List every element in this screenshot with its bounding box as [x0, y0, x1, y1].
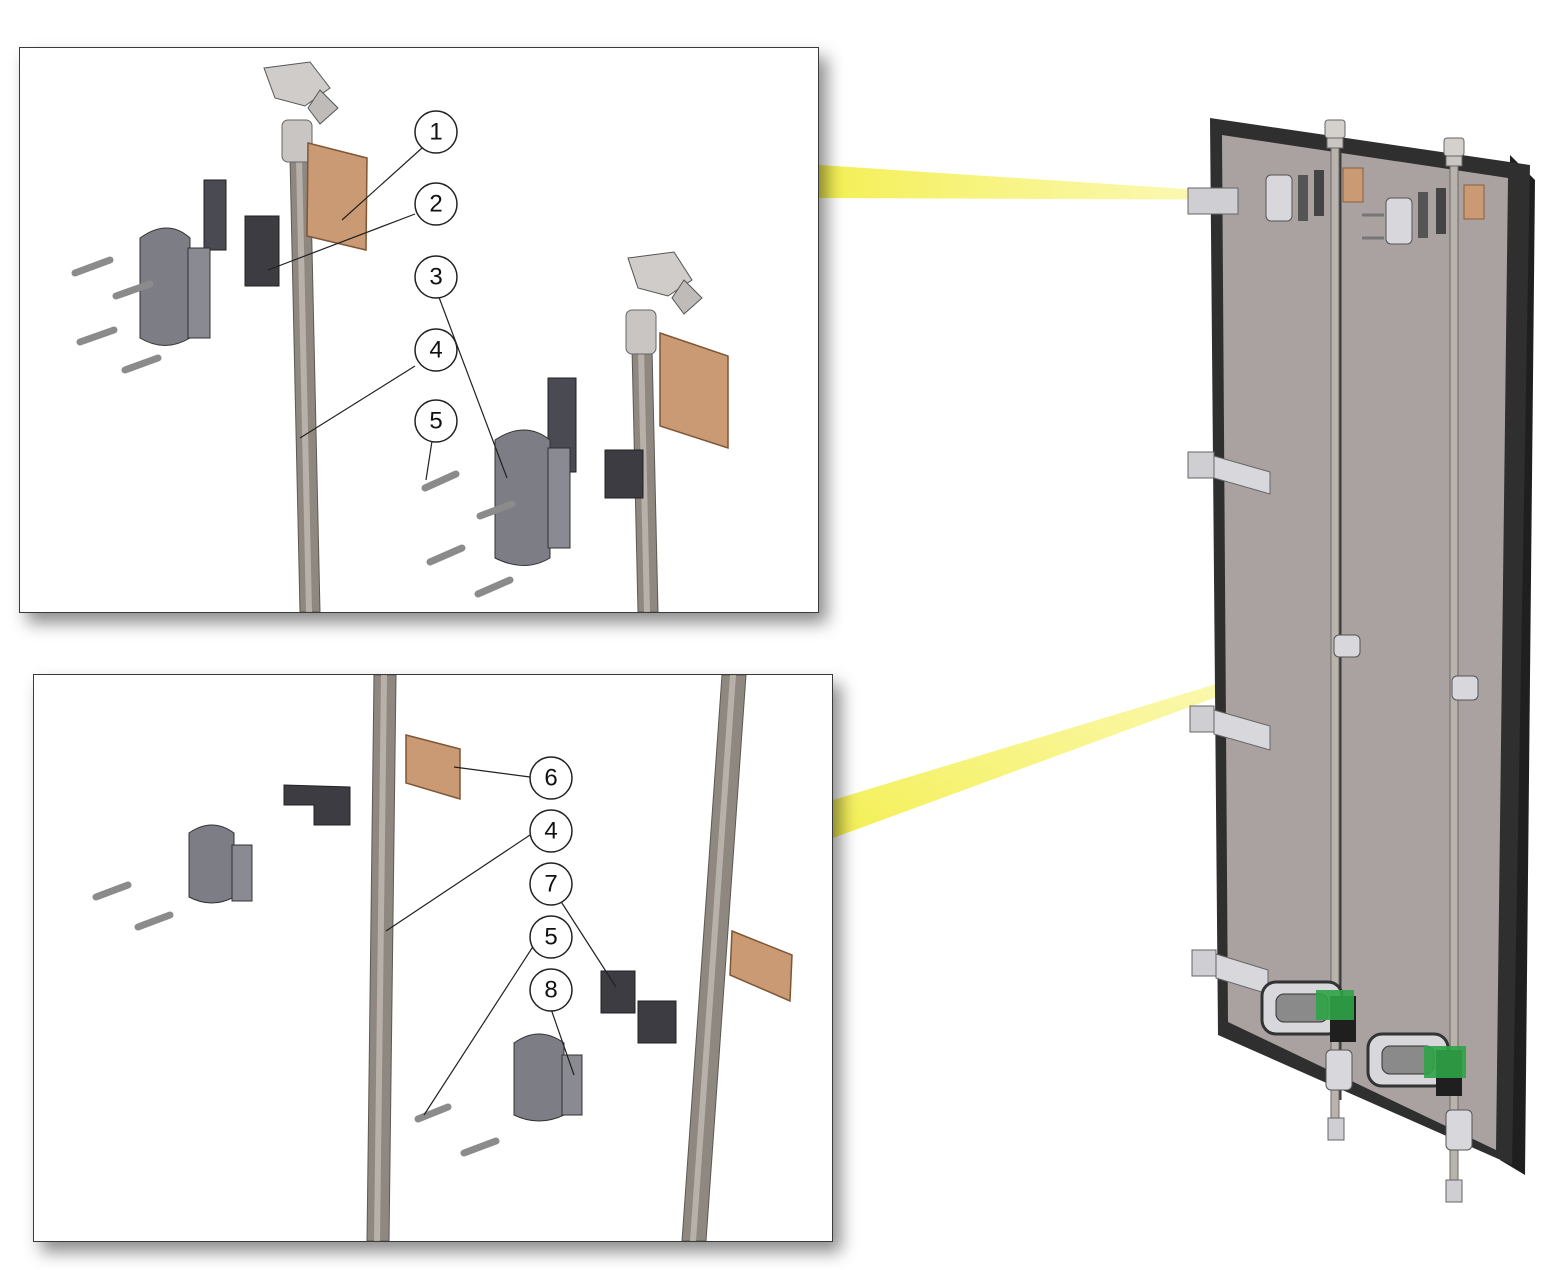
- guide-bracket-right: [513, 1033, 583, 1122]
- guide-bracket-left: [188, 824, 253, 904]
- callout-8-label: 8: [544, 977, 557, 1004]
- door-locking-handle-right: [1366, 1032, 1473, 1151]
- callout-3: 3: [414, 255, 458, 299]
- callout-7: 7: [529, 862, 573, 906]
- door-top-hinge-left: [1187, 170, 1324, 222]
- callout-4: 4: [414, 328, 458, 372]
- callout-1-label: 1: [429, 119, 442, 146]
- door-rod-guide-middle-right: [1451, 675, 1479, 701]
- gasket-plate-top: [306, 142, 368, 251]
- callout-1: 1: [414, 110, 458, 154]
- bolt-set-left: [71, 256, 162, 374]
- rod-right: [681, 675, 747, 1241]
- door-top-hinge-right: [1362, 188, 1446, 245]
- bolt-set-right: [421, 470, 516, 598]
- bolt-set-bottom-left: [92, 881, 174, 931]
- callout-5: 5: [414, 399, 458, 443]
- door-locking-handle-left: [1260, 980, 1356, 1091]
- gasket-strip-top: [405, 734, 461, 801]
- leader-lines-bottom: [385, 766, 617, 1116]
- door-rod-bottom-end-left: [1327, 1117, 1345, 1141]
- rod-right: [625, 251, 703, 612]
- rod-left: [263, 61, 339, 612]
- door-rod-bottom-end-right: [1445, 1179, 1463, 1203]
- detail-panel-bottom: 6 4 7 5 8: [33, 674, 833, 1242]
- callout-5-bottom: 5: [529, 915, 573, 959]
- callout-2: 2: [414, 182, 458, 226]
- door-rod-guide-middle-left: [1333, 634, 1361, 658]
- callout-8: 8: [529, 968, 573, 1012]
- rod-bracket-left: [139, 227, 211, 346]
- rod-bracket-right: [494, 429, 571, 566]
- door-panel: [1222, 135, 1508, 1150]
- rod-bushing-left: [203, 179, 280, 287]
- callout-5-label: 5: [429, 408, 442, 435]
- door-hinge-lower: [1189, 705, 1271, 751]
- door-hinge-middle: [1187, 451, 1271, 495]
- callout-7-label: 7: [544, 871, 557, 898]
- callout-4-label: 4: [429, 337, 442, 364]
- bolt-set-bottom-right: [414, 1103, 500, 1157]
- detail-panel-top: 1 2 3 4 5: [19, 47, 819, 613]
- door-rod-right: [1449, 147, 1459, 1199]
- door-rod-top-handle-left: [1324, 119, 1346, 149]
- leader-lines-top: [267, 147, 508, 481]
- detail-top-drawing: 1 2 3 4 5: [71, 61, 729, 612]
- plastic-clip-left: [283, 784, 351, 826]
- callout-5-bottom-label: 5: [544, 924, 557, 951]
- plastic-clip-right: [600, 970, 677, 1044]
- gasket-plate-right: [659, 331, 729, 450]
- callout-6-label: 6: [544, 765, 557, 792]
- callout-3-label: 3: [429, 264, 442, 291]
- callout-6: 6: [529, 756, 573, 800]
- callout-4-bottom-label: 4: [544, 818, 557, 845]
- door-rod-left: [1330, 129, 1340, 1131]
- callout-4-bottom: 4: [529, 809, 573, 853]
- callout-2-label: 2: [429, 191, 442, 218]
- gasket-strip-right: [729, 929, 793, 1003]
- highlight-beam-top: [819, 165, 1278, 200]
- door-hinge-bottom: [1191, 949, 1269, 995]
- door-gasket-pad-right: [1463, 184, 1485, 220]
- door-rod-top-handle-right: [1443, 137, 1465, 167]
- rod-center: [366, 675, 397, 1241]
- door-gasket-pad-left: [1342, 167, 1364, 203]
- detail-bottom-drawing: 6 4 7 5 8: [92, 675, 793, 1241]
- rod-bushing-right: [547, 377, 644, 499]
